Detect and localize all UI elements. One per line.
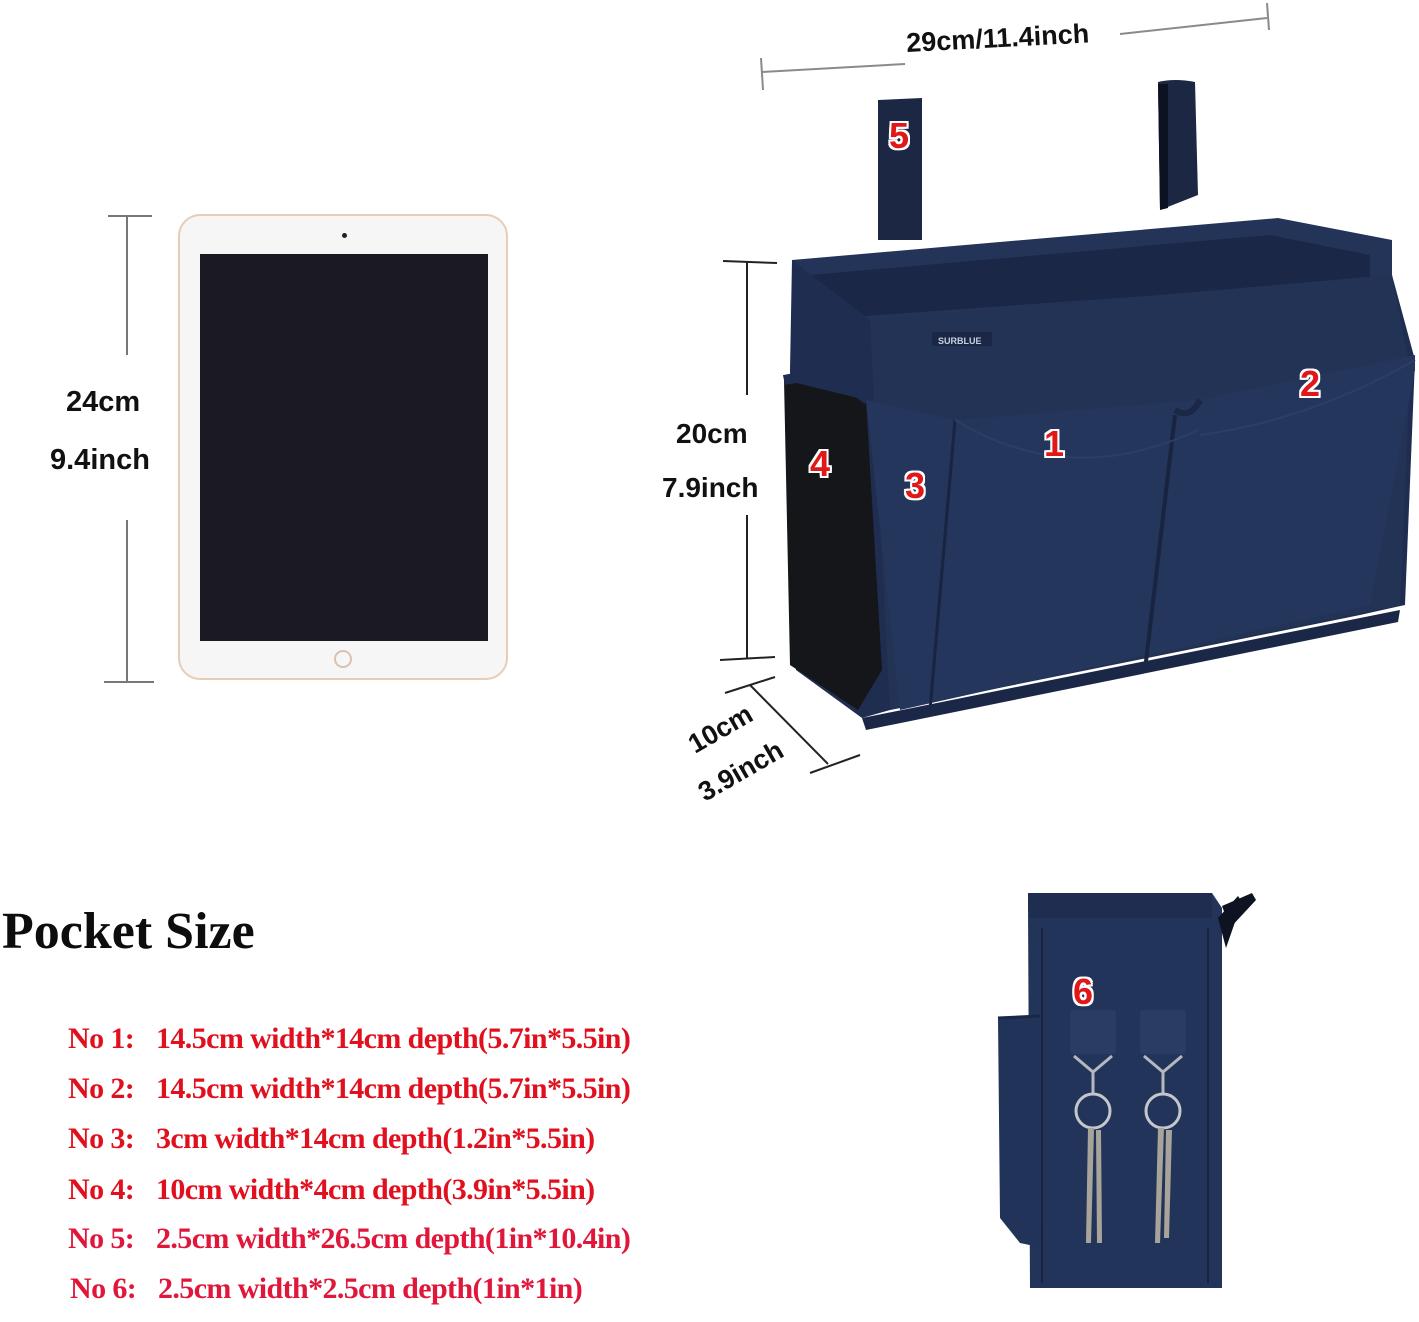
pocket-size-row-text: 14.5cm width*14cm depth(5.7in*5.5in) <box>156 1072 631 1105</box>
organizer-height-cm: 20cm <box>676 418 748 449</box>
organizer-width-dimension <box>760 2 1270 91</box>
tablet-height-dimension <box>100 215 160 685</box>
pocket-marker-5: 5 <box>889 115 910 156</box>
pocket-size-row: No 4: 10cm width*4cm depth(3.9in*5.5in) <box>68 1173 630 1222</box>
dimension-line-top <box>126 215 128 355</box>
pocket-size-row: No 6: 2.5cm width*2.5cm depth(1in*1in) <box>68 1272 630 1322</box>
pocket-marker-3: 3 <box>905 465 926 506</box>
organizer-height-dimension <box>719 260 778 661</box>
pocket-size-row-label: No 3: <box>68 1122 135 1155</box>
tablet-height-in: 9.4inch <box>50 444 150 476</box>
pocket-size-row-text: 14.5cm width*14cm depth(5.7in*5.5in) <box>156 1022 631 1055</box>
organizer-height-in: 7.9inch <box>662 472 759 503</box>
pocket-size-row-label: No 4: <box>68 1173 135 1206</box>
camera-icon <box>342 233 347 238</box>
pocket-marker-4: 4 <box>810 443 831 484</box>
brand-label: SURBLUE <box>938 336 982 346</box>
pocket-size-row-text: 2.5cm width*26.5cm depth(1in*10.4in) <box>156 1222 631 1255</box>
pocket-size-row-label: No 6: <box>70 1272 137 1305</box>
pocket-size-row-text: 10cm width*4cm depth(3.9in*5.5in) <box>156 1173 595 1206</box>
pocket-size-row-label: No 1: <box>68 1022 135 1055</box>
pocket-marker-2: 2 <box>1300 363 1321 404</box>
dimension-line-bottom <box>126 520 128 683</box>
pocket-size-row: No 2: 14.5cm width*14cm depth(5.7in*5.5in… <box>68 1072 631 1122</box>
pocket-size-row-text: 2.5cm width*2.5cm depth(1in*1in) <box>158 1272 583 1305</box>
pocket-marker-1: 1 <box>1044 423 1065 464</box>
tablet-height-cm: 24cm <box>66 386 141 418</box>
pocket-size-row: No 1: 14.5cm width*14cm depth(5.7in*5.5in… <box>68 1022 631 1072</box>
organizer-depth-dimension <box>724 676 861 774</box>
dimension-tick-top <box>108 215 152 217</box>
organizer-side-view <box>997 893 1256 1288</box>
pocket-size-row-label: No 2: <box>68 1072 135 1105</box>
pocket-marker-6: 6 <box>1073 971 1094 1012</box>
organizer-bag <box>782 80 1416 730</box>
dimension-tick-bottom <box>104 681 154 683</box>
pocket-size-row-label: No 5: <box>68 1222 135 1255</box>
home-button-icon <box>334 650 352 668</box>
pocket-size-row: No 3: 3cm width*14cm depth(1.2in*5.5in) <box>68 1122 630 1173</box>
pocket-size-list: No 1: 14.5cm width*14cm depth(5.7in*5.5in… <box>68 1022 631 1322</box>
pocket-size-title: Pocket Size <box>2 903 255 960</box>
tablet-screen <box>200 254 488 641</box>
pocket-size-row-text: 3cm width*14cm depth(1.2in*5.5in) <box>156 1122 595 1155</box>
pocket-size-row: No 5: 2.5cm width*26.5cm depth(1in*10.4in… <box>68 1222 631 1272</box>
tablet-device <box>178 214 508 680</box>
